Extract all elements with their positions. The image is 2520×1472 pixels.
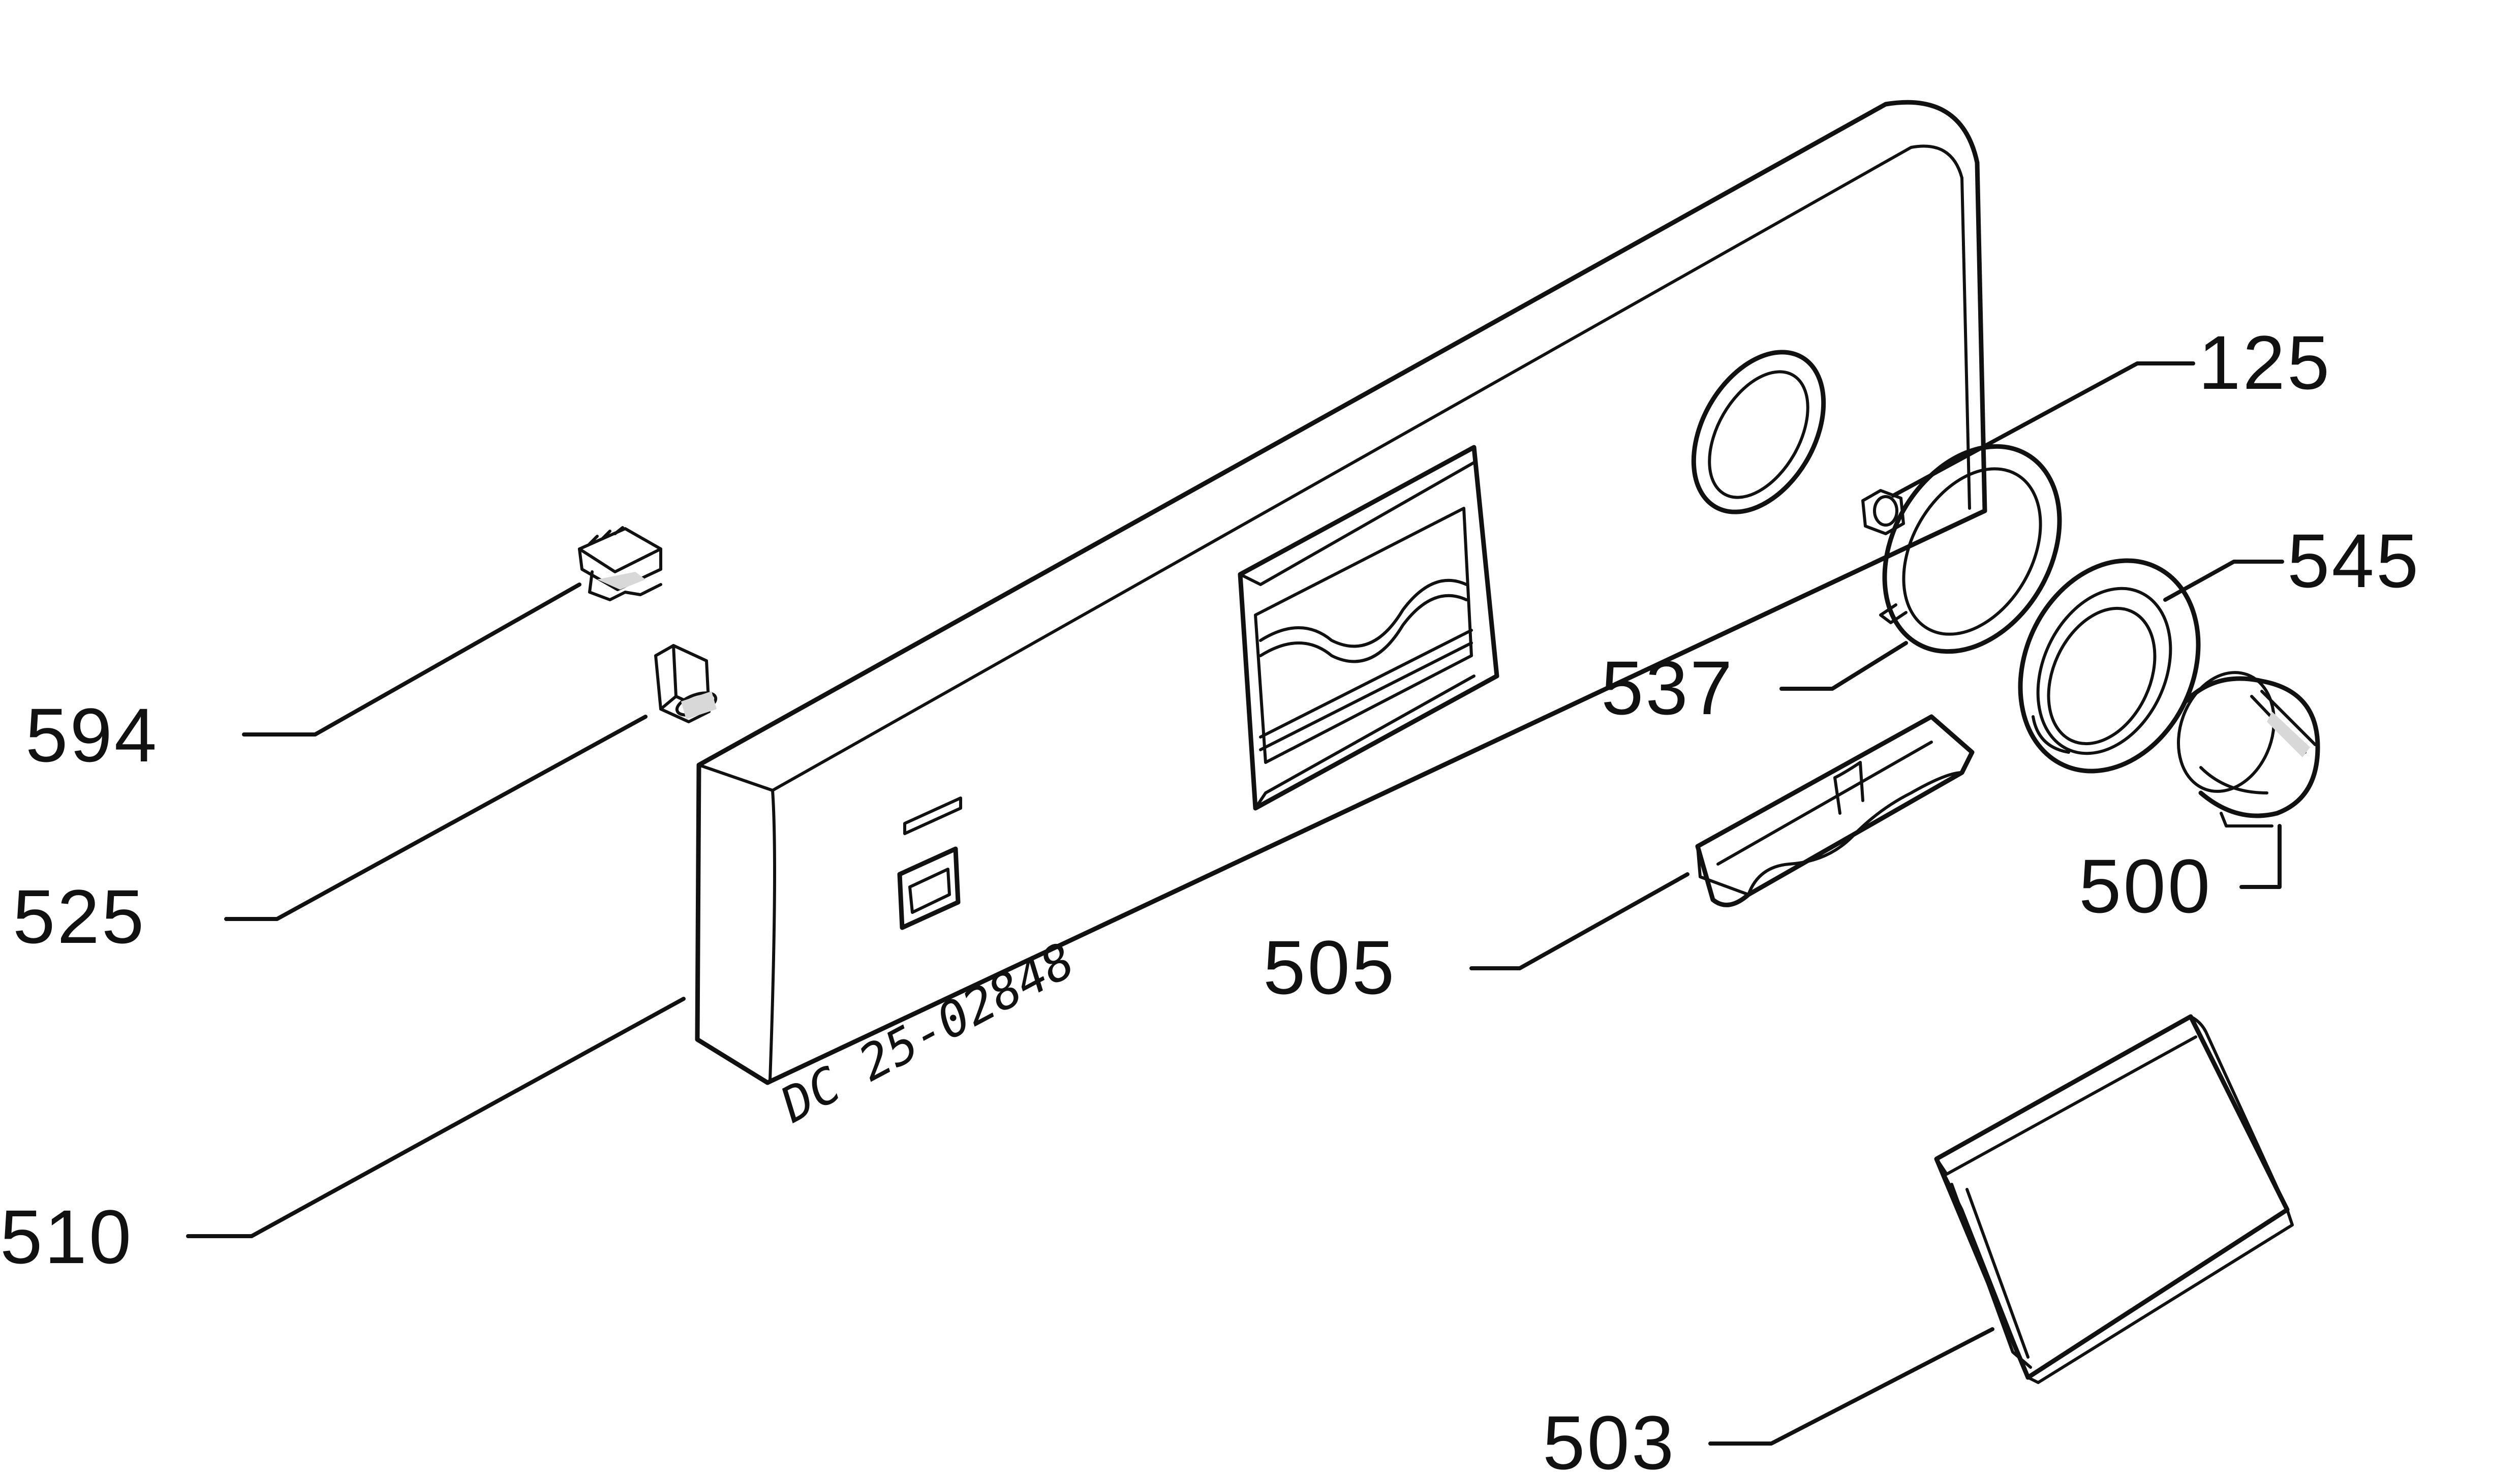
part-label-503: 503 <box>1543 1400 1676 1472</box>
leader-505 <box>1469 872 1689 970</box>
part-537-drawing <box>1879 444 2062 654</box>
part-label-525: 525 <box>13 874 146 959</box>
leader-lines <box>186 361 2284 1446</box>
part-125-drawing <box>1861 489 1905 535</box>
leader-545 <box>2163 560 2284 602</box>
leader-500 <box>2239 824 2282 889</box>
part-503-drawing <box>1934 1014 2294 1384</box>
part-label-505: 505 <box>1263 925 1396 1010</box>
part-labels: 594 525 510 505 537 125 545 500 503 <box>0 320 2420 1472</box>
part-594-drawing <box>578 526 662 601</box>
leader-525 <box>224 715 648 921</box>
part-label-125: 125 <box>2198 320 2331 405</box>
drawing-code: DC 25-02848 <box>771 932 1084 1134</box>
part-label-510: 510 <box>0 1194 133 1279</box>
leader-537 <box>1779 641 1908 691</box>
part-label-594: 594 <box>25 692 159 778</box>
part-label-500: 500 <box>2079 843 2212 929</box>
part-545-drawing <box>2018 558 2201 774</box>
part-label-537: 537 <box>1601 645 1734 730</box>
leader-125 <box>1891 361 2195 498</box>
leader-594 <box>242 582 581 737</box>
part-525-drawing <box>654 644 718 723</box>
part-label-545: 545 <box>2287 518 2420 603</box>
part-500-drawing <box>2176 671 2320 827</box>
leader-510 <box>186 997 686 1238</box>
part-505-drawing <box>1695 714 1975 907</box>
control-panel-drawing <box>695 100 1987 1085</box>
leader-503 <box>1708 1327 1994 1446</box>
